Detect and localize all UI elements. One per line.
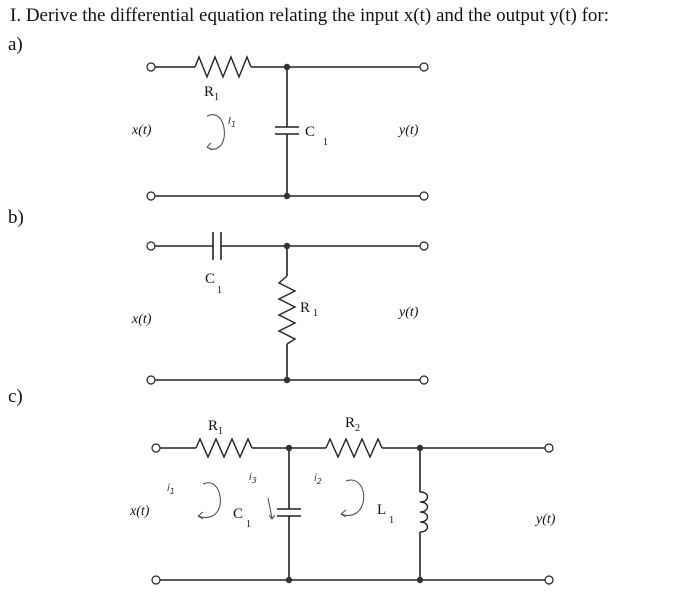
- circuit-b-terminal-out-top: [419, 241, 429, 251]
- circuit-a-output-label: y(t): [397, 123, 419, 138]
- circuit-c-node-bottom-ind: [416, 576, 424, 584]
- circuit-b-output-label: y(t): [397, 305, 419, 320]
- circuit-a-current-arrowhead: [206, 142, 213, 151]
- circuit-c-r1-label: R1: [208, 418, 223, 437]
- circuit-c-c1-label: C1: [233, 506, 251, 530]
- circuit-c: c) R1 R2 C1 L1 x(t) y(t): [8, 386, 556, 585]
- circuit-a: a) R1 C1 x(t) y(t) I1: [8, 34, 429, 201]
- circuit-a-current-label: I1: [228, 116, 236, 129]
- circuit-a-node-top: [283, 63, 291, 71]
- circuit-c-inductor-l1: [419, 491, 429, 533]
- circuit-b-c1-label: C1: [205, 271, 222, 296]
- circuit-c-node-top-ind: [416, 444, 424, 452]
- circuit-c-output-label: y(t): [534, 512, 556, 527]
- circuit-c-node-bottom-cap: [285, 576, 293, 584]
- circuit-b-node-bottom: [283, 376, 291, 384]
- part-c-label: c): [8, 386, 23, 407]
- circuit-c-loop-current-i1-arrow: [197, 482, 221, 519]
- circuit-a-c1-label: C1: [305, 124, 328, 148]
- circuit-c-resistor-r1: [195, 437, 253, 459]
- circuit-a-terminal-in-bottom: [146, 191, 156, 201]
- circuit-c-current-i3-arrow: [267, 497, 276, 520]
- circuit-c-terminal-out-top: [544, 443, 554, 453]
- problem-title: I. Derive the differential equation rela…: [10, 5, 610, 26]
- circuit-c-current-i3-label: i3: [249, 472, 257, 485]
- circuit-a-node-bottom: [283, 192, 291, 200]
- part-a-label: a): [8, 34, 23, 55]
- circuit-c-terminal-in-bottom: [151, 575, 161, 585]
- circuit-c-resistor-r2: [325, 437, 383, 459]
- circuit-b-input-label: x(t): [131, 312, 152, 327]
- circuit-b-terminal-out-bottom: [419, 375, 429, 385]
- circuit-b-node-top: [283, 242, 291, 250]
- circuit-c-loop-current-i2-arrowhead: [340, 509, 347, 518]
- circuit-a-input-label: x(t): [131, 123, 152, 138]
- circuit-b-resistor-r1: [277, 275, 297, 345]
- circuit-b-terminal-in-bottom: [146, 375, 156, 385]
- circuit-c-node-top-cap: [285, 444, 293, 452]
- circuit-c-r2-label: R2: [345, 415, 360, 434]
- circuit-c-terminal-out-bottom: [544, 575, 554, 585]
- circuit-a-terminal-out-bottom: [419, 191, 429, 201]
- circuit-c-loop-current-i1-label: i1: [167, 483, 175, 496]
- circuit-c-input-label: x(t): [129, 504, 150, 519]
- circuit-a-current-arrow: [206, 114, 225, 150]
- circuit-c-l1-label: L1: [377, 502, 394, 526]
- circuit-c-terminal-in-top: [151, 443, 161, 453]
- part-b-label: b): [8, 207, 24, 228]
- circuit-c-loop-current-i2-arrow: [340, 479, 365, 517]
- circuit-a-resistor-r1: [194, 55, 252, 79]
- circuit-c-loop-current-i2-label: i2: [314, 473, 322, 486]
- circuit-a-terminal-out-top: [419, 62, 429, 72]
- circuit-c-loop-current-i1-arrowhead: [197, 511, 204, 520]
- circuit-a-r1-label: R1: [204, 84, 219, 103]
- circuit-a-terminal-in-top: [146, 62, 156, 72]
- circuit-b-terminal-in-top: [146, 241, 156, 251]
